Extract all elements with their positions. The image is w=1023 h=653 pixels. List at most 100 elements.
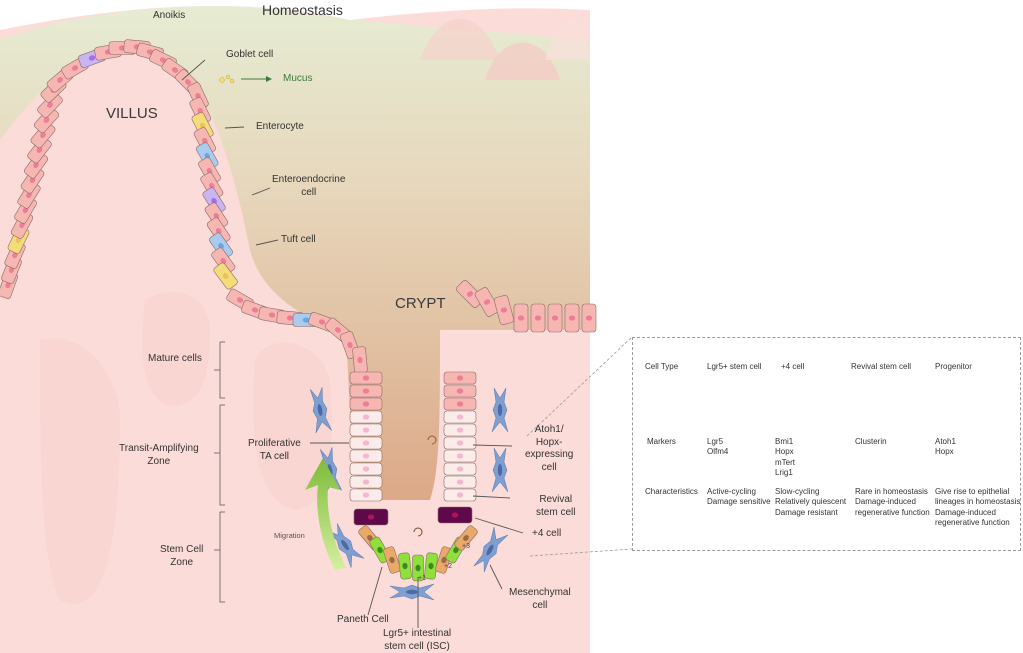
characteristic: regenerative function (855, 507, 930, 517)
enterocyte-cell (493, 295, 515, 325)
mesenchymal-cells (310, 387, 509, 601)
proliferative-line2: TA cell (259, 450, 290, 462)
marker: Bmi1 (775, 437, 794, 446)
enterocyte-cell (564, 303, 580, 333)
crypt-wall-cell (349, 384, 383, 398)
revival-line2: stem cell (536, 506, 576, 518)
atoh1-line1: Atoh1/ (534, 424, 564, 435)
crypt-wall-cell (349, 449, 383, 463)
crypt-wall-cell (443, 423, 477, 437)
crypt-wall-cell (443, 371, 477, 385)
marker: Hopx (775, 447, 794, 457)
crypt-wall-cell (349, 371, 383, 385)
mucus-arrow (219, 74, 272, 84)
goblet-cell-label: Goblet cell (226, 49, 274, 60)
crypt-wall-cell (443, 462, 477, 476)
characteristic: Rare in homeostasis (855, 487, 928, 496)
characteristic: Damage-induced (855, 497, 916, 507)
self-renewal-icon (427, 435, 437, 445)
background-crypt (253, 342, 332, 510)
proliferative-line1: Proliferative (248, 438, 301, 449)
crypt-wall-cell (443, 384, 477, 398)
enterocyte-cell (530, 303, 546, 333)
col-progenitor-characteristics: Give rise to epithelial lineages in home… (935, 487, 1020, 529)
plus4-cell (353, 508, 389, 526)
atoh1-line3: expressing (525, 449, 574, 460)
enterocyte-cell (474, 287, 500, 317)
top-background (0, 0, 590, 30)
characteristic: Relatively quiescent (775, 497, 847, 507)
enterocyte-cell (204, 202, 229, 230)
atoh1-hopx-label: Atoh1/ Hopx- expressing cell (525, 424, 573, 474)
position-plus3: +3 (462, 543, 470, 550)
atoh1-line2: Hopx- (535, 436, 563, 448)
marker: Atoh1 (935, 437, 956, 446)
marker: Hopx (935, 447, 954, 457)
enterocyte-cell (37, 92, 63, 118)
zone-ta-line2: Zone (147, 455, 171, 467)
mesenchymal-cell (389, 583, 435, 601)
enterocyte-cell (30, 121, 56, 149)
zone-sc-line2: Zone (170, 556, 194, 568)
mesenchymal-cell (491, 387, 509, 433)
marker: Lgr5 (707, 437, 724, 446)
marker: Olfm4 (707, 447, 729, 457)
mesenchymal-cell (473, 526, 509, 573)
crypt-wall-cell (349, 475, 383, 489)
crypt-wall-cell (349, 397, 383, 411)
col-lgr5-characteristics: Active-cycling Damage sensitive (707, 487, 771, 508)
lgr5-stem-cell (398, 552, 412, 580)
col-progenitor-markers: Atoh1 Hopx (935, 437, 956, 458)
position-plus1: +1 (418, 575, 426, 582)
anoikis-label: Anoikis (153, 10, 186, 21)
proliferative-ta-label: Proliferative TA cell (248, 438, 301, 463)
crypt-wall-cell (443, 410, 477, 424)
marker: Lrig1 (775, 468, 793, 478)
revival-stem-cell-label: Revival stem cell (536, 494, 575, 519)
villus-label: VILLUS (106, 105, 158, 122)
enterocyte-cell (352, 346, 368, 374)
zone-label-mature: Mature cells (148, 353, 202, 364)
revival-line1: Revival (539, 494, 573, 505)
crypt-wall-cell (443, 488, 477, 502)
mesenchymal-line2: cell (532, 599, 548, 611)
paneth-cell-label: Paneth Cell (337, 614, 389, 625)
mucus-label: Mucus (283, 73, 313, 84)
col-lgr5-type: Lgr5+ stem cell (707, 362, 762, 371)
row-header-cell-type: Cell Type (645, 362, 679, 371)
col-revival-characteristics: Rare in homeostasis Damage-induced regen… (855, 487, 930, 518)
position-plus2: +2 (444, 563, 452, 570)
col-revival-type: Revival stem cell (851, 362, 912, 371)
col-plus4-type: +4 cell (781, 362, 805, 371)
epithelial-cells (0, 39, 597, 582)
characteristic: Slow-cycling (775, 487, 820, 496)
cell-type-table: Cell Type Markers Characteristics Lgr5+ … (632, 337, 1021, 551)
paneth-cell (383, 546, 401, 574)
enterocyte-cell (33, 106, 60, 134)
mesenchymal-cell (310, 387, 332, 434)
mesenchymal-cell-label: Mesenchymal cell (509, 587, 571, 612)
col-plus4-markers: Bmi1 Hopx mTert Lrig1 (775, 437, 795, 479)
zone-label-stem-cell: Stem Cell Zone (160, 544, 203, 569)
crypt-wall-cell (349, 462, 383, 476)
zone-brackets (214, 341, 225, 603)
background-crypt (40, 338, 120, 604)
zoom-guide-lines (526, 336, 633, 557)
atoh1-line4: cell (541, 461, 557, 473)
lgr5-isc-label: Lgr5+ intestinal stem cell (ISC) (383, 628, 451, 653)
intestinal-lumen (0, 6, 590, 500)
plus4-cell-label: +4 cell (532, 528, 562, 539)
plus4-cell (437, 506, 473, 524)
enteroendocrine-line1: Enteroendocrine (272, 174, 346, 185)
crypt-wall-cell (443, 449, 477, 463)
background-villus (545, 18, 590, 60)
enteroendocrine-label: Enteroendocrine cell (272, 174, 345, 199)
zone-ta-line1: Transit-Amplifying (119, 443, 199, 454)
background-villus (420, 18, 500, 60)
characteristic: Give rise to epithelial (935, 487, 1010, 496)
mesenchymal-cell (491, 447, 509, 493)
enterocyte-cell (513, 303, 529, 333)
characteristic: lineages in homeostasis (935, 497, 1021, 507)
